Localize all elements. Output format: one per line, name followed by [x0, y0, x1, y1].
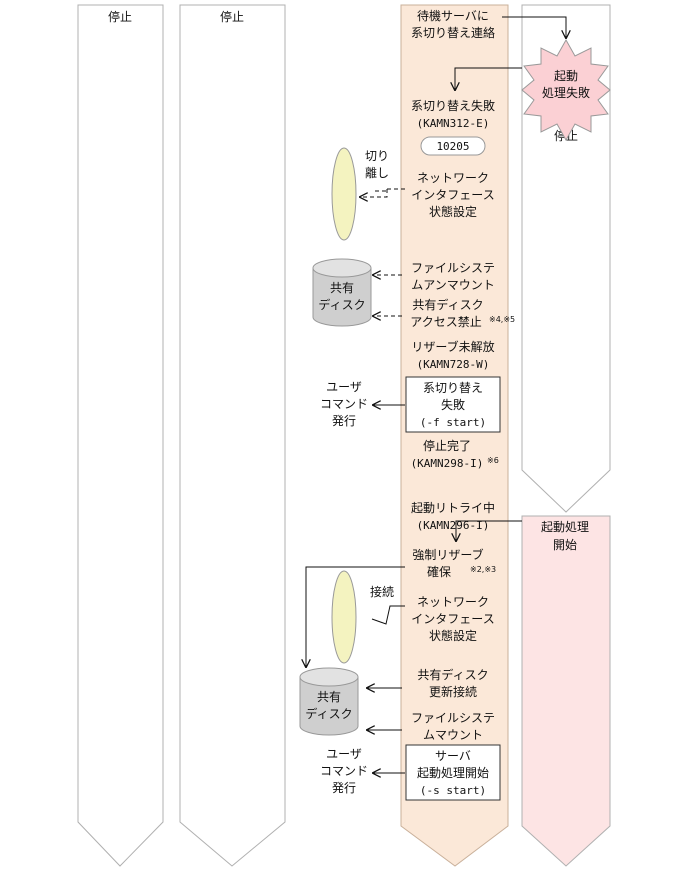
- user-cmd-2-line3: 発行: [332, 781, 356, 795]
- disk-update-line1: 共有ディスク: [417, 667, 488, 682]
- user-cmd-2-line2: コマンド: [320, 764, 368, 778]
- access-block-line1: 共有ディスク: [412, 297, 483, 312]
- notify-line1: 待機サーバに: [417, 8, 489, 23]
- failed-badge-text: 10205: [436, 140, 469, 153]
- arrow-burst-to-main: [455, 67, 522, 90]
- access-block-line2: アクセス禁止: [410, 315, 481, 329]
- force-reserve-note: ※2,※3: [470, 565, 496, 574]
- connect-zigzag: [371, 605, 405, 625]
- detach-arrow-lower: [360, 189, 388, 197]
- nic-set-1-line1: ネットワーク: [417, 171, 489, 185]
- nic-set-2-line1: ネットワーク: [417, 595, 489, 609]
- standby-column-upper: [521, 4, 611, 513]
- disk-1-line2: ディスク: [318, 297, 365, 312]
- detach-line-upper: [372, 188, 405, 192]
- server-column-2: [179, 4, 286, 867]
- disk-2-line2: ディスク: [305, 706, 352, 721]
- cmd-box-1-line1: 系切り替え: [423, 381, 483, 395]
- server-column-1: [77, 4, 164, 867]
- reserve-code: (KAMN728-W): [417, 358, 490, 371]
- nic-set-2-line3: 状態設定: [429, 628, 477, 643]
- user-cmd-1-line3: 発行: [332, 414, 356, 428]
- main-server-column: [400, 4, 509, 867]
- start-label-line1: 起動処理: [541, 520, 589, 534]
- force-reserve-line2: 確保: [427, 564, 451, 579]
- unmount-line2: ムアンマウント: [411, 278, 495, 292]
- mount-line2: ムマウント: [423, 728, 483, 742]
- user-cmd-2-line1: ユーザ: [326, 747, 362, 761]
- standby-column-start: [521, 515, 611, 867]
- cmd-box-2-line1: サーバ: [435, 749, 471, 763]
- arrow-notify-to-standby: [502, 16, 566, 38]
- disk-1-line1: 共有: [330, 281, 354, 295]
- cmd-box-1-line2: 失敗: [441, 397, 465, 412]
- nic-set-2-line2: インタフェース: [411, 612, 494, 626]
- retry-text: 起動リトライ中: [411, 500, 495, 515]
- unmount-line1: ファイルシステ: [411, 261, 495, 275]
- shared-disk-1: [312, 258, 372, 327]
- cmd-box-2-line3: (-s start): [420, 784, 486, 797]
- cmd-box-1: [405, 376, 501, 433]
- startup-failed-burst: [521, 38, 611, 142]
- connect-label: 接続: [370, 584, 394, 599]
- user-cmd-1-line1: ユーザ: [326, 380, 362, 394]
- access-block-note: ※4,※5: [489, 315, 515, 324]
- stop-done: 停止完了: [423, 438, 471, 453]
- arrow-start-to-main: [456, 520, 522, 541]
- cmd-box-1-line3: (-f start): [420, 416, 486, 429]
- nic-ellipse-1: [331, 147, 357, 241]
- mount-line1: ファイルシステ: [411, 711, 495, 725]
- disk-2-line1: 共有: [317, 690, 341, 704]
- force-reserve-line1: 強制リザーブ: [412, 547, 483, 562]
- reserve-unreleased: リザーブ未解放: [411, 339, 494, 354]
- disk-update-line2: 更新接続: [429, 684, 477, 699]
- start-label-line2: 開始: [553, 538, 577, 552]
- failed-text: 系切り替え失敗: [411, 98, 495, 113]
- failed-badge: [420, 136, 486, 156]
- shared-disk-2: [299, 667, 359, 736]
- nic-set-1-line2: インタフェース: [411, 188, 494, 202]
- retry-code: (KAMN296-I): [417, 519, 490, 532]
- stop-done-code: (KAMN298-I): [411, 457, 484, 470]
- burst-label-line2: 処理失敗: [542, 85, 590, 100]
- user-cmd-1-line2: コマンド: [320, 397, 368, 411]
- detach-line2: 離し: [365, 166, 389, 180]
- nic-ellipse-2: [331, 570, 357, 664]
- failed-code: (KAMN312-E): [417, 117, 490, 130]
- column-2-label: 停止: [220, 9, 244, 24]
- nic-set-1-line3: 状態設定: [429, 204, 477, 219]
- stop-done-note: ※6: [487, 456, 499, 465]
- cmd-box-2: [405, 744, 501, 801]
- column-1-label: 停止: [108, 9, 132, 24]
- burst-label-line1: 起動: [554, 69, 578, 83]
- notify-line2: 系切り替え連絡: [411, 25, 495, 40]
- detach-line1: 切り: [365, 149, 389, 163]
- cmd-box-2-line2: 起動処理開始: [417, 766, 489, 780]
- force-reserve-line: [306, 566, 405, 667]
